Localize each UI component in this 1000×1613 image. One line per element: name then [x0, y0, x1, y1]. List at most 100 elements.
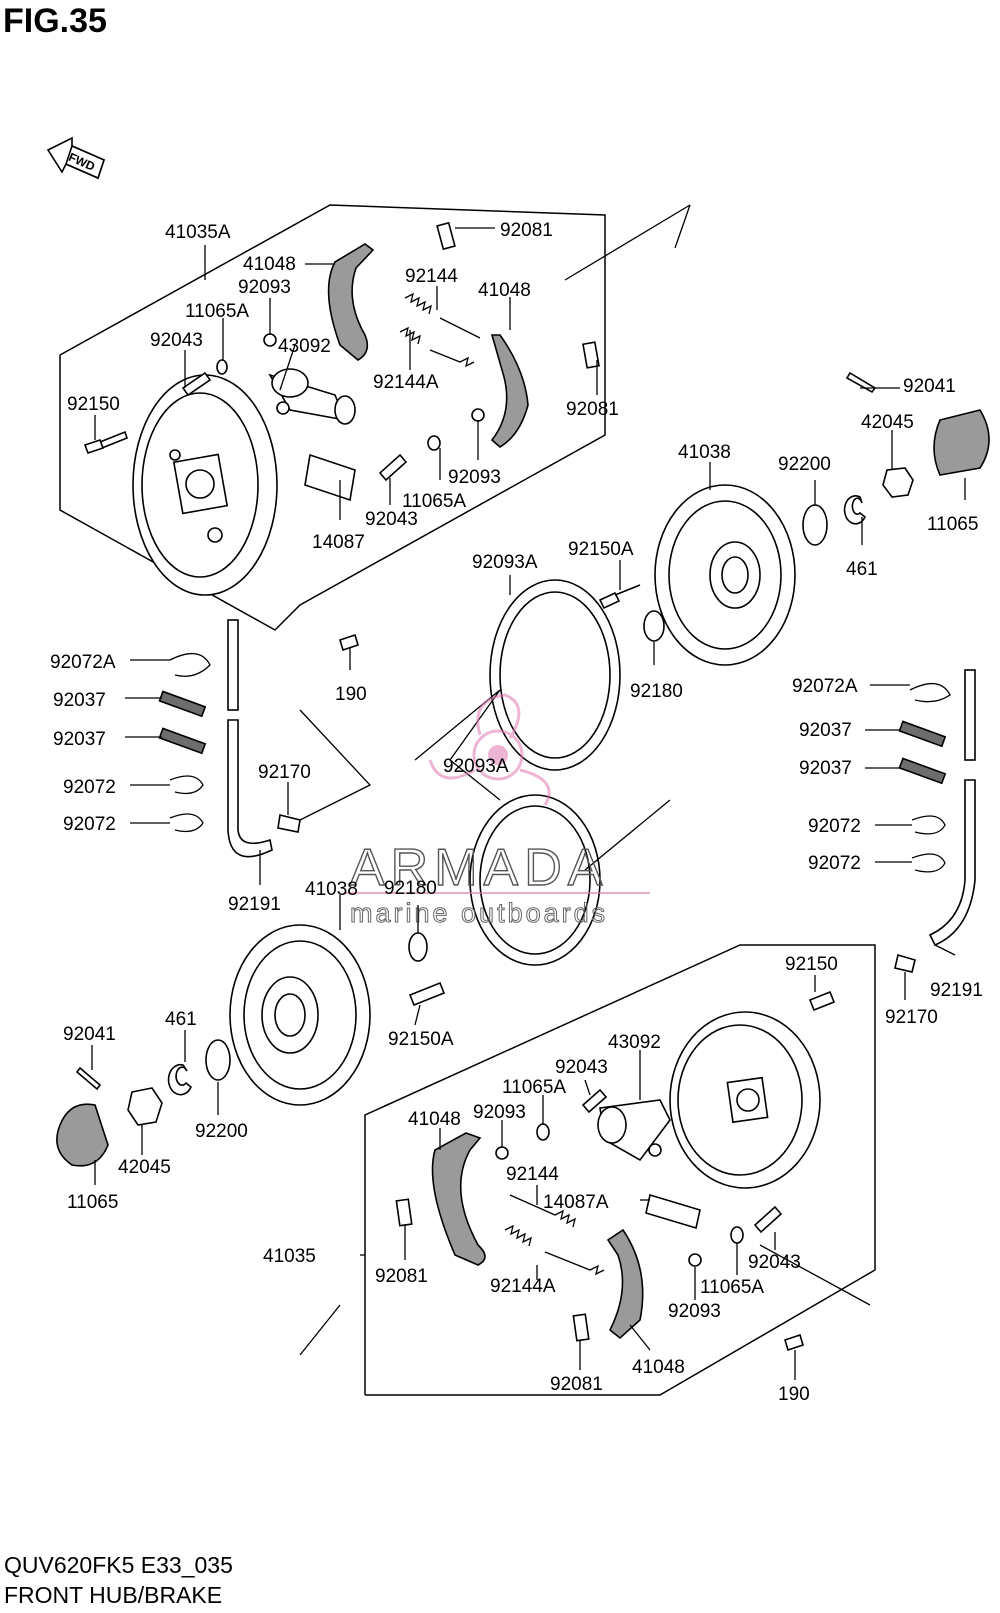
callout-43092-upper: 43092 — [278, 336, 331, 357]
callout-92081-upper-right: 92081 — [566, 399, 619, 420]
upper-assembly-outline-edge — [564, 204, 691, 281]
callout-92043-lower-right: 92043 — [748, 1252, 801, 1273]
lower-oring-92180 — [408, 932, 428, 962]
callout-11065-upper: 11065 — [927, 514, 978, 535]
callout-92200-lower: 92200 — [195, 1121, 248, 1142]
upper-bolt-92150 — [83, 430, 128, 455]
upper-bolt-92150A — [598, 584, 641, 610]
callout-14087-upper: 14087 — [312, 532, 365, 553]
lower-brake-backing-plate — [669, 1011, 821, 1189]
upper-cotter-pin-92041 — [845, 371, 877, 394]
callout-92150-lower: 92150 — [785, 954, 838, 975]
callout-41035A-upper: 41035A — [165, 222, 231, 243]
upper-assembly-outline — [59, 204, 606, 631]
upper-brake-shoe-left — [327, 243, 375, 361]
upper-wheel-cylinder — [268, 368, 356, 425]
lower-clip-92081-left — [395, 1198, 413, 1227]
lower-bolt-92150 — [808, 990, 836, 1012]
left-bracket-92037-b — [158, 727, 207, 755]
callout-11065A-upper-right: 11065A — [402, 491, 466, 512]
mid-guide-line — [584, 799, 671, 871]
lower-wheel-cylinder — [597, 1099, 671, 1162]
mid-seal-92093A — [469, 794, 601, 966]
callout-92037-left-b: 92037 — [53, 729, 106, 750]
callout-92150A-upper: 92150A — [568, 539, 634, 560]
upper-washer-92093-left — [263, 333, 277, 347]
right-clip-92170 — [894, 953, 916, 973]
callout-92037-left-a: 92037 — [53, 690, 106, 711]
left-clip-92170 — [277, 814, 301, 833]
callout-92081-upper-top: 92081 — [500, 220, 553, 241]
callout-461-lower: 461 — [165, 1009, 197, 1030]
lower-nut-42045 — [127, 1087, 163, 1126]
callout-92093A-mid: 92093A — [443, 756, 509, 777]
upper-snap-ring-461 — [843, 495, 866, 525]
callout-92093A-upper: 92093A — [472, 552, 538, 573]
callout-190-lower: 190 — [778, 1384, 810, 1405]
callout-92043-upper-left: 92043 — [150, 330, 203, 351]
right-bracket-92037-b — [898, 757, 947, 785]
upper-pin-92043-left — [181, 371, 212, 397]
callout-92170-right: 92170 — [885, 1007, 938, 1028]
callout-41035-lower: 41035 — [263, 1246, 316, 1267]
upper-brake-drum-41038 — [654, 484, 796, 666]
lower-pin-92043-top — [581, 1088, 608, 1114]
right-clamp-92072-b — [911, 853, 946, 873]
callout-92093-lower-right: 92093 — [668, 1301, 721, 1322]
left-clamp-92072-a — [169, 775, 204, 795]
fwd-arrow-icon: FWD — [46, 136, 105, 180]
lower-washer-11065A-right — [730, 1226, 744, 1244]
upper-brake-backing-plate — [132, 374, 278, 596]
callout-92072-right-a: 92072 — [808, 816, 861, 837]
callout-92072A-left: 92072A — [50, 652, 116, 673]
right-clamp-92072-a — [911, 815, 946, 835]
upper-washer-92200 — [802, 504, 828, 546]
left-clamp-92072A — [169, 653, 211, 677]
callout-92072-left-a: 92072 — [63, 777, 116, 798]
upper-bolt-190 — [339, 633, 359, 652]
lower-spring-92144 — [509, 1194, 576, 1228]
callout-92200-upper: 92200 — [778, 454, 831, 475]
callout-11065-lower: 11065 — [67, 1192, 118, 1213]
upper-nut-42045 — [882, 467, 914, 498]
callout-461-upper: 461 — [846, 559, 878, 580]
lower-spring-92144A — [504, 1224, 605, 1276]
callout-11065A-lower-right: 11065A — [700, 1277, 764, 1298]
callout-92144-upper: 92144 — [405, 266, 458, 287]
callout-92072A-right: 92072A — [792, 676, 858, 697]
callout-14087A-lower: 14087A — [543, 1192, 609, 1213]
lower-plate-14087A — [645, 1193, 701, 1230]
callout-92150-upper: 92150 — [67, 394, 120, 415]
lower-bolt-190 — [784, 1333, 804, 1352]
lower-washer-11065A-top — [536, 1123, 550, 1141]
callout-92180-lower: 92180 — [384, 878, 437, 899]
lower-clip-92081-bottom — [572, 1313, 590, 1342]
callout-92191-left: 92191 — [228, 894, 281, 915]
upper-oring-92180 — [643, 610, 665, 642]
lower-cotter-pin-92041 — [75, 1066, 102, 1091]
callout-42045-upper: 42045 — [861, 412, 914, 433]
callout-41038-upper: 41038 — [678, 442, 731, 463]
lower-brake-shoe-left — [431, 1132, 486, 1266]
callout-41038-lower: 41038 — [305, 879, 358, 900]
left-brake-hose-92191 — [227, 619, 273, 858]
callout-92037-right-b: 92037 — [799, 758, 852, 779]
callout-92043-upper-right: 92043 — [365, 509, 418, 530]
left-clamp-92072-b — [169, 813, 204, 833]
lower-assembly-outline — [364, 944, 876, 1396]
callout-92081-lower-left: 92081 — [375, 1266, 428, 1287]
callout-43092-lower: 43092 — [608, 1032, 661, 1053]
callout-92093-lower-left: 92093 — [473, 1102, 526, 1123]
model-code: QUV620FK5 E33_035 — [4, 1552, 233, 1578]
callout-190-left: 190 — [335, 684, 367, 705]
callout-92043-lower-top: 92043 — [555, 1057, 608, 1078]
section-name: FRONT HUB/BRAKE — [4, 1582, 223, 1608]
callout-41048-upper-left: 41048 — [243, 254, 296, 275]
callout-11065A-lower-top: 11065A — [502, 1077, 566, 1098]
lower-pin-92043-right — [753, 1205, 783, 1234]
callout-41048-lower-left: 41048 — [408, 1109, 461, 1130]
callout-92072-left-b: 92072 — [63, 814, 116, 835]
watermark-tagline: marine outboards — [350, 898, 608, 928]
lower-assembly-outline-edge — [299, 1304, 341, 1356]
upper-plate-14087 — [304, 453, 356, 502]
